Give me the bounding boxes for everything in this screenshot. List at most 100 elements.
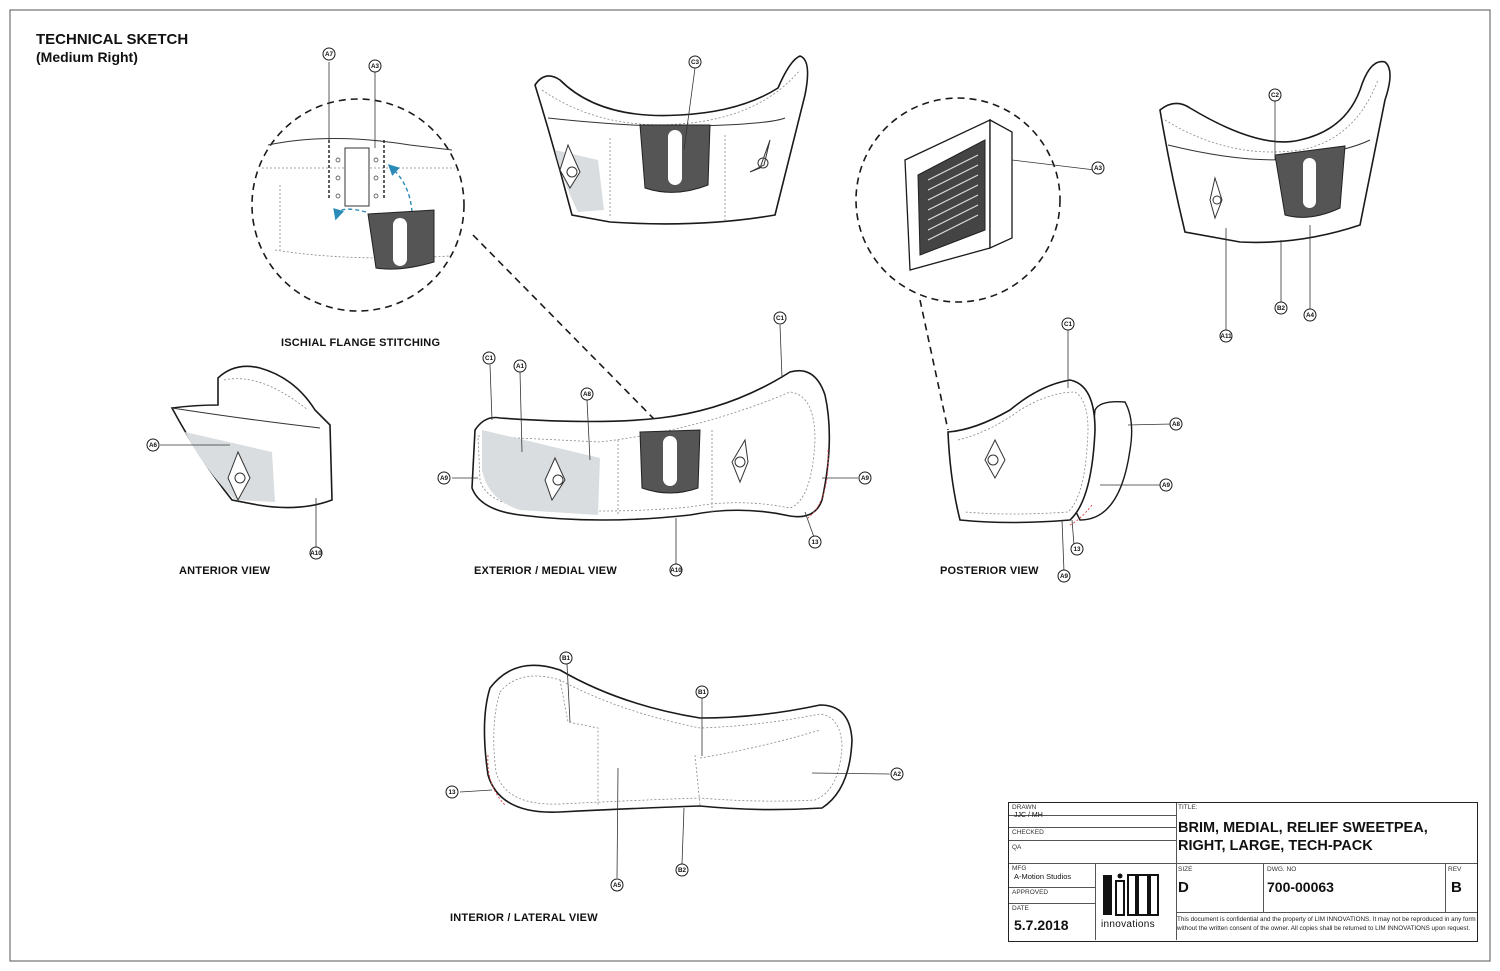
sheet-border (9, 9, 1491, 962)
callout-label: C3 (691, 59, 700, 66)
logo-word: innovations (1101, 919, 1155, 930)
title-line-1: BRIM, MEDIAL, RELIEF SWEETPEA, (1178, 820, 1428, 836)
rev-value: B (1451, 879, 1462, 896)
mfg-value: A-Motion Studios (1014, 872, 1072, 881)
callout-circle (368, 59, 382, 73)
callout-circle (322, 47, 336, 61)
callout-circle (669, 563, 683, 577)
callout-circle (1303, 308, 1317, 322)
callout-circle (513, 359, 527, 373)
approved-label: APPROVED (1012, 889, 1049, 896)
callout-circle (1091, 161, 1105, 175)
callout-circle (437, 471, 451, 485)
callout-label: C1 (776, 315, 785, 322)
size-label: SIZE (1178, 866, 1193, 873)
checked-label: CHECKED (1012, 829, 1044, 836)
label-ischial-flange: ISCHIAL FLANGE STITCHING (281, 337, 441, 349)
callout-circle (1169, 417, 1183, 431)
callout-circle (1159, 478, 1173, 492)
callout-circle (1268, 88, 1282, 102)
callout-circle (1061, 317, 1075, 331)
callout-circle (309, 546, 323, 560)
callout-label: 13 (448, 789, 456, 796)
size-value: D (1178, 879, 1189, 896)
interior-brim-view (459, 663, 891, 879)
posterior-leader (919, 299, 949, 431)
callout-label: A9 (1060, 573, 1069, 580)
company-logo: innovations (1101, 873, 1171, 935)
label-anterior-view: ANTERIOR VIEW (179, 565, 271, 577)
callout-label: A11 (1220, 333, 1232, 340)
callout-circle (482, 351, 496, 365)
callout-label: A7 (325, 51, 334, 58)
callout-circle (695, 685, 709, 699)
rev-label: REV (1448, 866, 1462, 873)
dwg-value: 700-00063 (1267, 879, 1334, 895)
label-exterior-view: EXTERIOR / MEDIAL VIEW (474, 565, 617, 577)
callout-label: 13 (811, 539, 819, 546)
date-label: DATE (1012, 905, 1029, 912)
callout-label: A3 (1094, 165, 1103, 172)
callout-label: A8 (1172, 421, 1181, 428)
title-label: TITLE: (1178, 804, 1198, 811)
callout-circle (1219, 329, 1233, 343)
callout-circle (858, 471, 872, 485)
callout-label: C1 (485, 355, 494, 362)
callout-circle (610, 878, 624, 892)
dwg-label: DWG. NO (1267, 866, 1297, 873)
posterior-brim-view (947, 330, 1173, 573)
anterior-brim-view (160, 365, 333, 548)
callout-circle (808, 535, 822, 549)
mfg-label: MFG (1012, 865, 1027, 872)
callout-label: A3 (371, 63, 380, 70)
callout-label: B1 (562, 655, 571, 662)
drawn-value: JJC / MH (1014, 812, 1043, 819)
callout-circle (1070, 542, 1084, 556)
callout-label: C2 (1271, 92, 1280, 99)
qa-label: QA (1012, 844, 1022, 851)
label-posterior-view: POSTERIOR VIEW (940, 565, 1039, 577)
callout-circle (773, 311, 787, 325)
callout-label: A5 (613, 882, 622, 889)
callout-label: A9 (1162, 482, 1171, 489)
callout-label: B2 (678, 867, 687, 874)
callout-circle (675, 863, 689, 877)
callout-label: A10 (310, 550, 322, 557)
callout-label: B2 (1277, 305, 1286, 312)
logo-mark (1101, 873, 1163, 917)
callout-label: A9 (861, 475, 870, 482)
top-brim-view (534, 55, 809, 225)
callout-circle (559, 651, 573, 665)
drawn-label: DRAWN (1012, 804, 1037, 811)
top-right-brim-view (1159, 60, 1391, 330)
callout-circle (688, 55, 702, 69)
sheet-subtitle: (Medium Right) (36, 49, 138, 65)
callout-label: A8 (583, 391, 592, 398)
detail-leader (472, 234, 656, 421)
callout-circle (580, 387, 594, 401)
callout-label: C1 (1064, 321, 1073, 328)
callout-circle (890, 767, 904, 781)
note-line-1: This document is confidential and the pr… (1177, 916, 1476, 923)
posterior-detail (855, 97, 1096, 303)
callout-label: A1 (516, 363, 525, 370)
callout-label: 13 (1073, 546, 1081, 553)
callout-circle (146, 438, 160, 452)
callout-label: A6 (149, 442, 158, 449)
callout-circle (1057, 569, 1071, 583)
callout-label: A10 (670, 567, 682, 574)
title-line-2: RIGHT, LARGE, TECH-PACK (1178, 838, 1373, 854)
callout-label: A9 (440, 475, 449, 482)
callout-circle (1274, 301, 1288, 315)
title-block: DRAWN JJC / MH CHECKED QA MFG A-Motion S… (1008, 802, 1478, 942)
callout-label: B1 (698, 689, 707, 696)
ischial-detail (251, 62, 465, 312)
callout-label: A2 (893, 771, 902, 778)
note-line-2: without the written consent of the owner… (1177, 925, 1471, 932)
exterior-brim-view (452, 324, 858, 566)
callout-circle (445, 785, 459, 799)
date-value: 5.7.2018 (1014, 917, 1069, 933)
